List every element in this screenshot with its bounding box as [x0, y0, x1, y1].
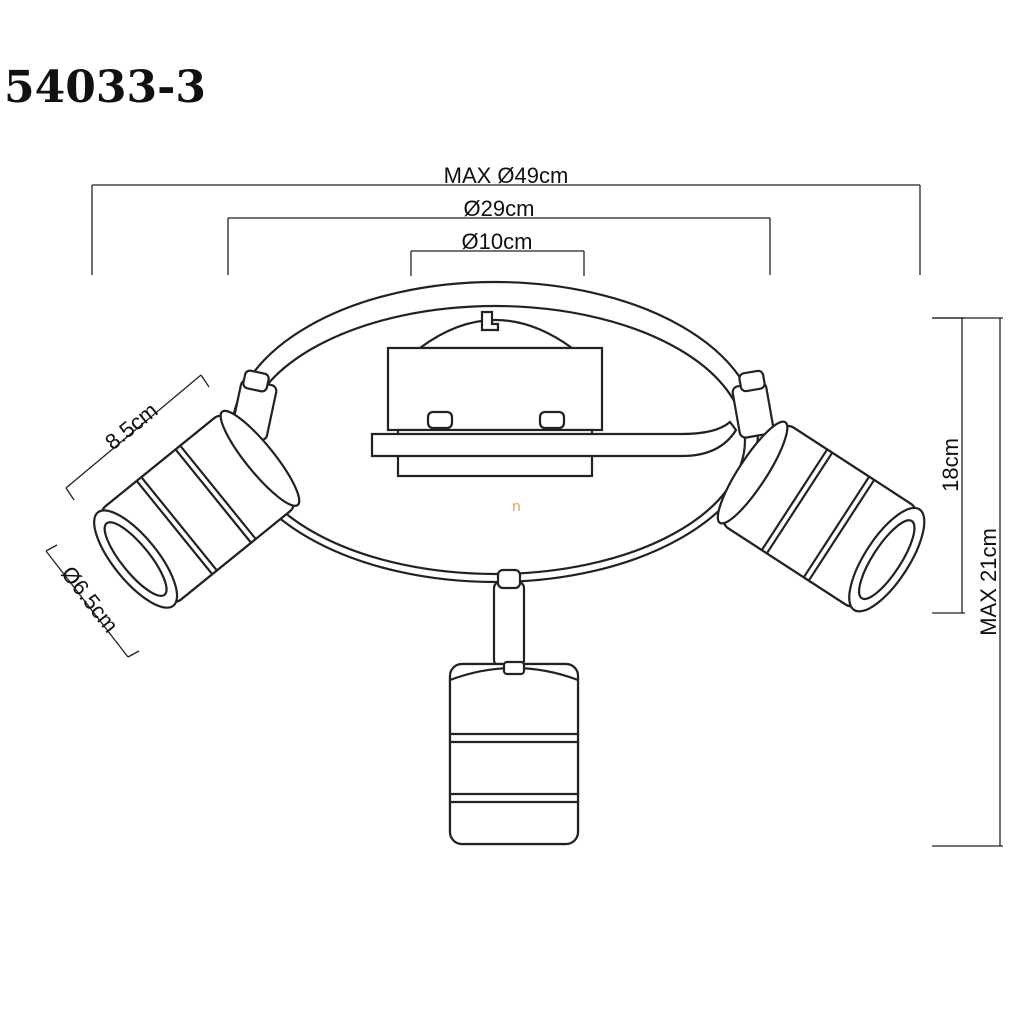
height-label: 18cm [938, 438, 963, 492]
base-diameter-label: Ø10cm [462, 229, 533, 254]
spot-length-label: 8.5cm [100, 398, 162, 455]
dimension-ring-diameter: Ø29cm [227, 196, 771, 275]
max-width-label: MAX Ø49cm [444, 163, 569, 188]
spotlight-right [716, 420, 926, 613]
spotlight-left [93, 409, 301, 609]
watermark: n [512, 499, 521, 515]
arm-bottom [492, 568, 526, 668]
ring-diameter-label: Ø29cm [464, 196, 535, 221]
max-height-label: MAX 21cm [976, 528, 1001, 636]
spotlight-bottom [448, 660, 580, 846]
dimension-height: 18cm [932, 317, 965, 614]
model-code: 54033-3 [4, 62, 206, 113]
ceiling-canopy [370, 310, 738, 478]
dimension-max-height: MAX 21cm [932, 317, 1003, 847]
dimension-base-diameter: Ø10cm [410, 229, 585, 276]
spot-diameter-label: Ø6.5cm [56, 561, 123, 637]
dimension-max-width: MAX Ø49cm [91, 163, 921, 275]
arm-right [731, 369, 775, 439]
